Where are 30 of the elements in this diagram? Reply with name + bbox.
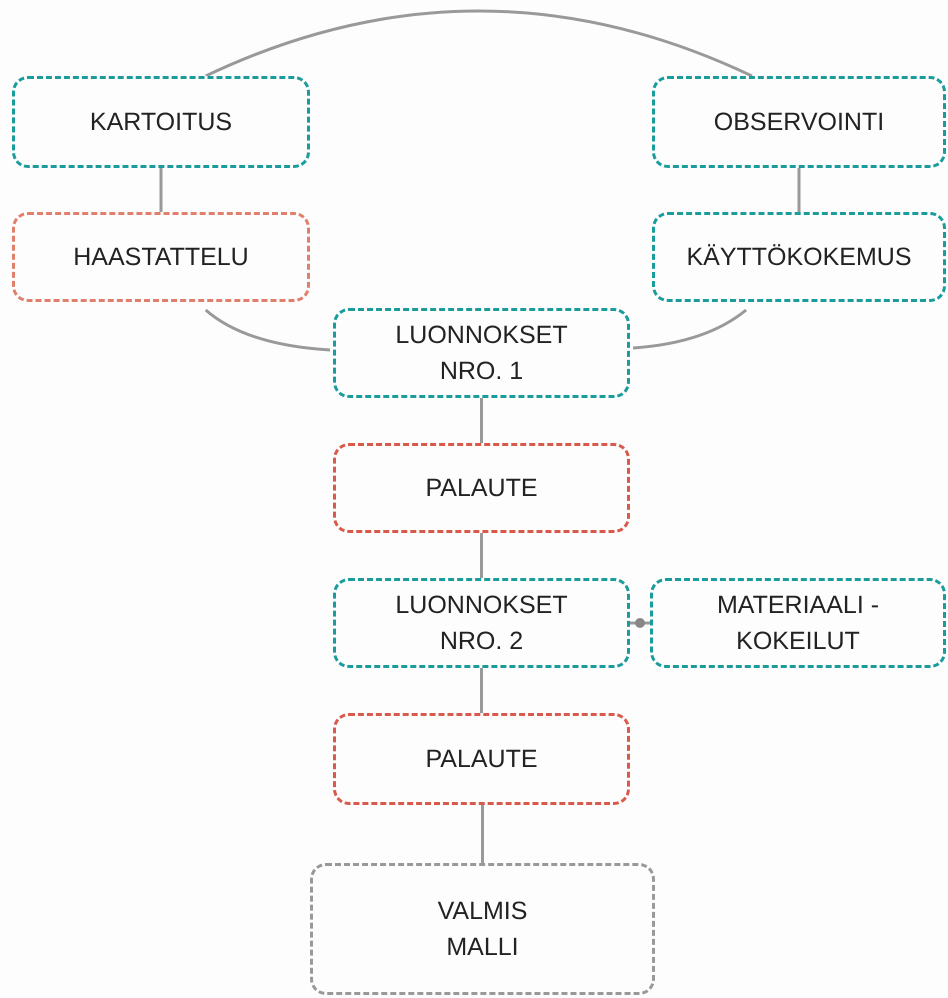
connector-line	[160, 168, 162, 212]
node-label: PALAUTE	[425, 744, 538, 775]
node-label: VALMIS MALLI	[436, 896, 528, 963]
node-label: KARTOITUS	[90, 106, 232, 138]
connector-line	[632, 308, 747, 350]
node-label: OBSERVOINTI	[714, 106, 884, 138]
node-label: HAASTATTELU	[73, 242, 249, 273]
connector-line	[204, 308, 330, 352]
connector-line	[798, 168, 800, 212]
process-box	[12, 76, 310, 168]
process-box	[333, 308, 630, 398]
connector-line	[480, 533, 483, 578]
process-box	[333, 713, 630, 805]
process-box	[310, 863, 655, 995]
node-label: LUONNOKSET NRO. 2	[394, 590, 569, 657]
connector-line	[480, 398, 483, 443]
process-box	[650, 578, 946, 668]
connector-line	[480, 668, 483, 713]
connector-line	[205, 10, 753, 78]
node-label: MATERIAALI - KOKEILUT	[716, 590, 880, 657]
process-box	[12, 212, 310, 302]
process-box	[652, 212, 946, 302]
connector-line	[481, 805, 484, 863]
process-box	[333, 443, 630, 533]
node-label: PALAUTE	[425, 472, 538, 504]
process-box	[652, 76, 946, 168]
connector-line	[630, 618, 650, 628]
node-label: LUONNOKSET NRO. 1	[394, 320, 569, 387]
node-label: KÄYTTÖKOKEMUS	[686, 242, 912, 273]
process-box	[333, 578, 630, 668]
